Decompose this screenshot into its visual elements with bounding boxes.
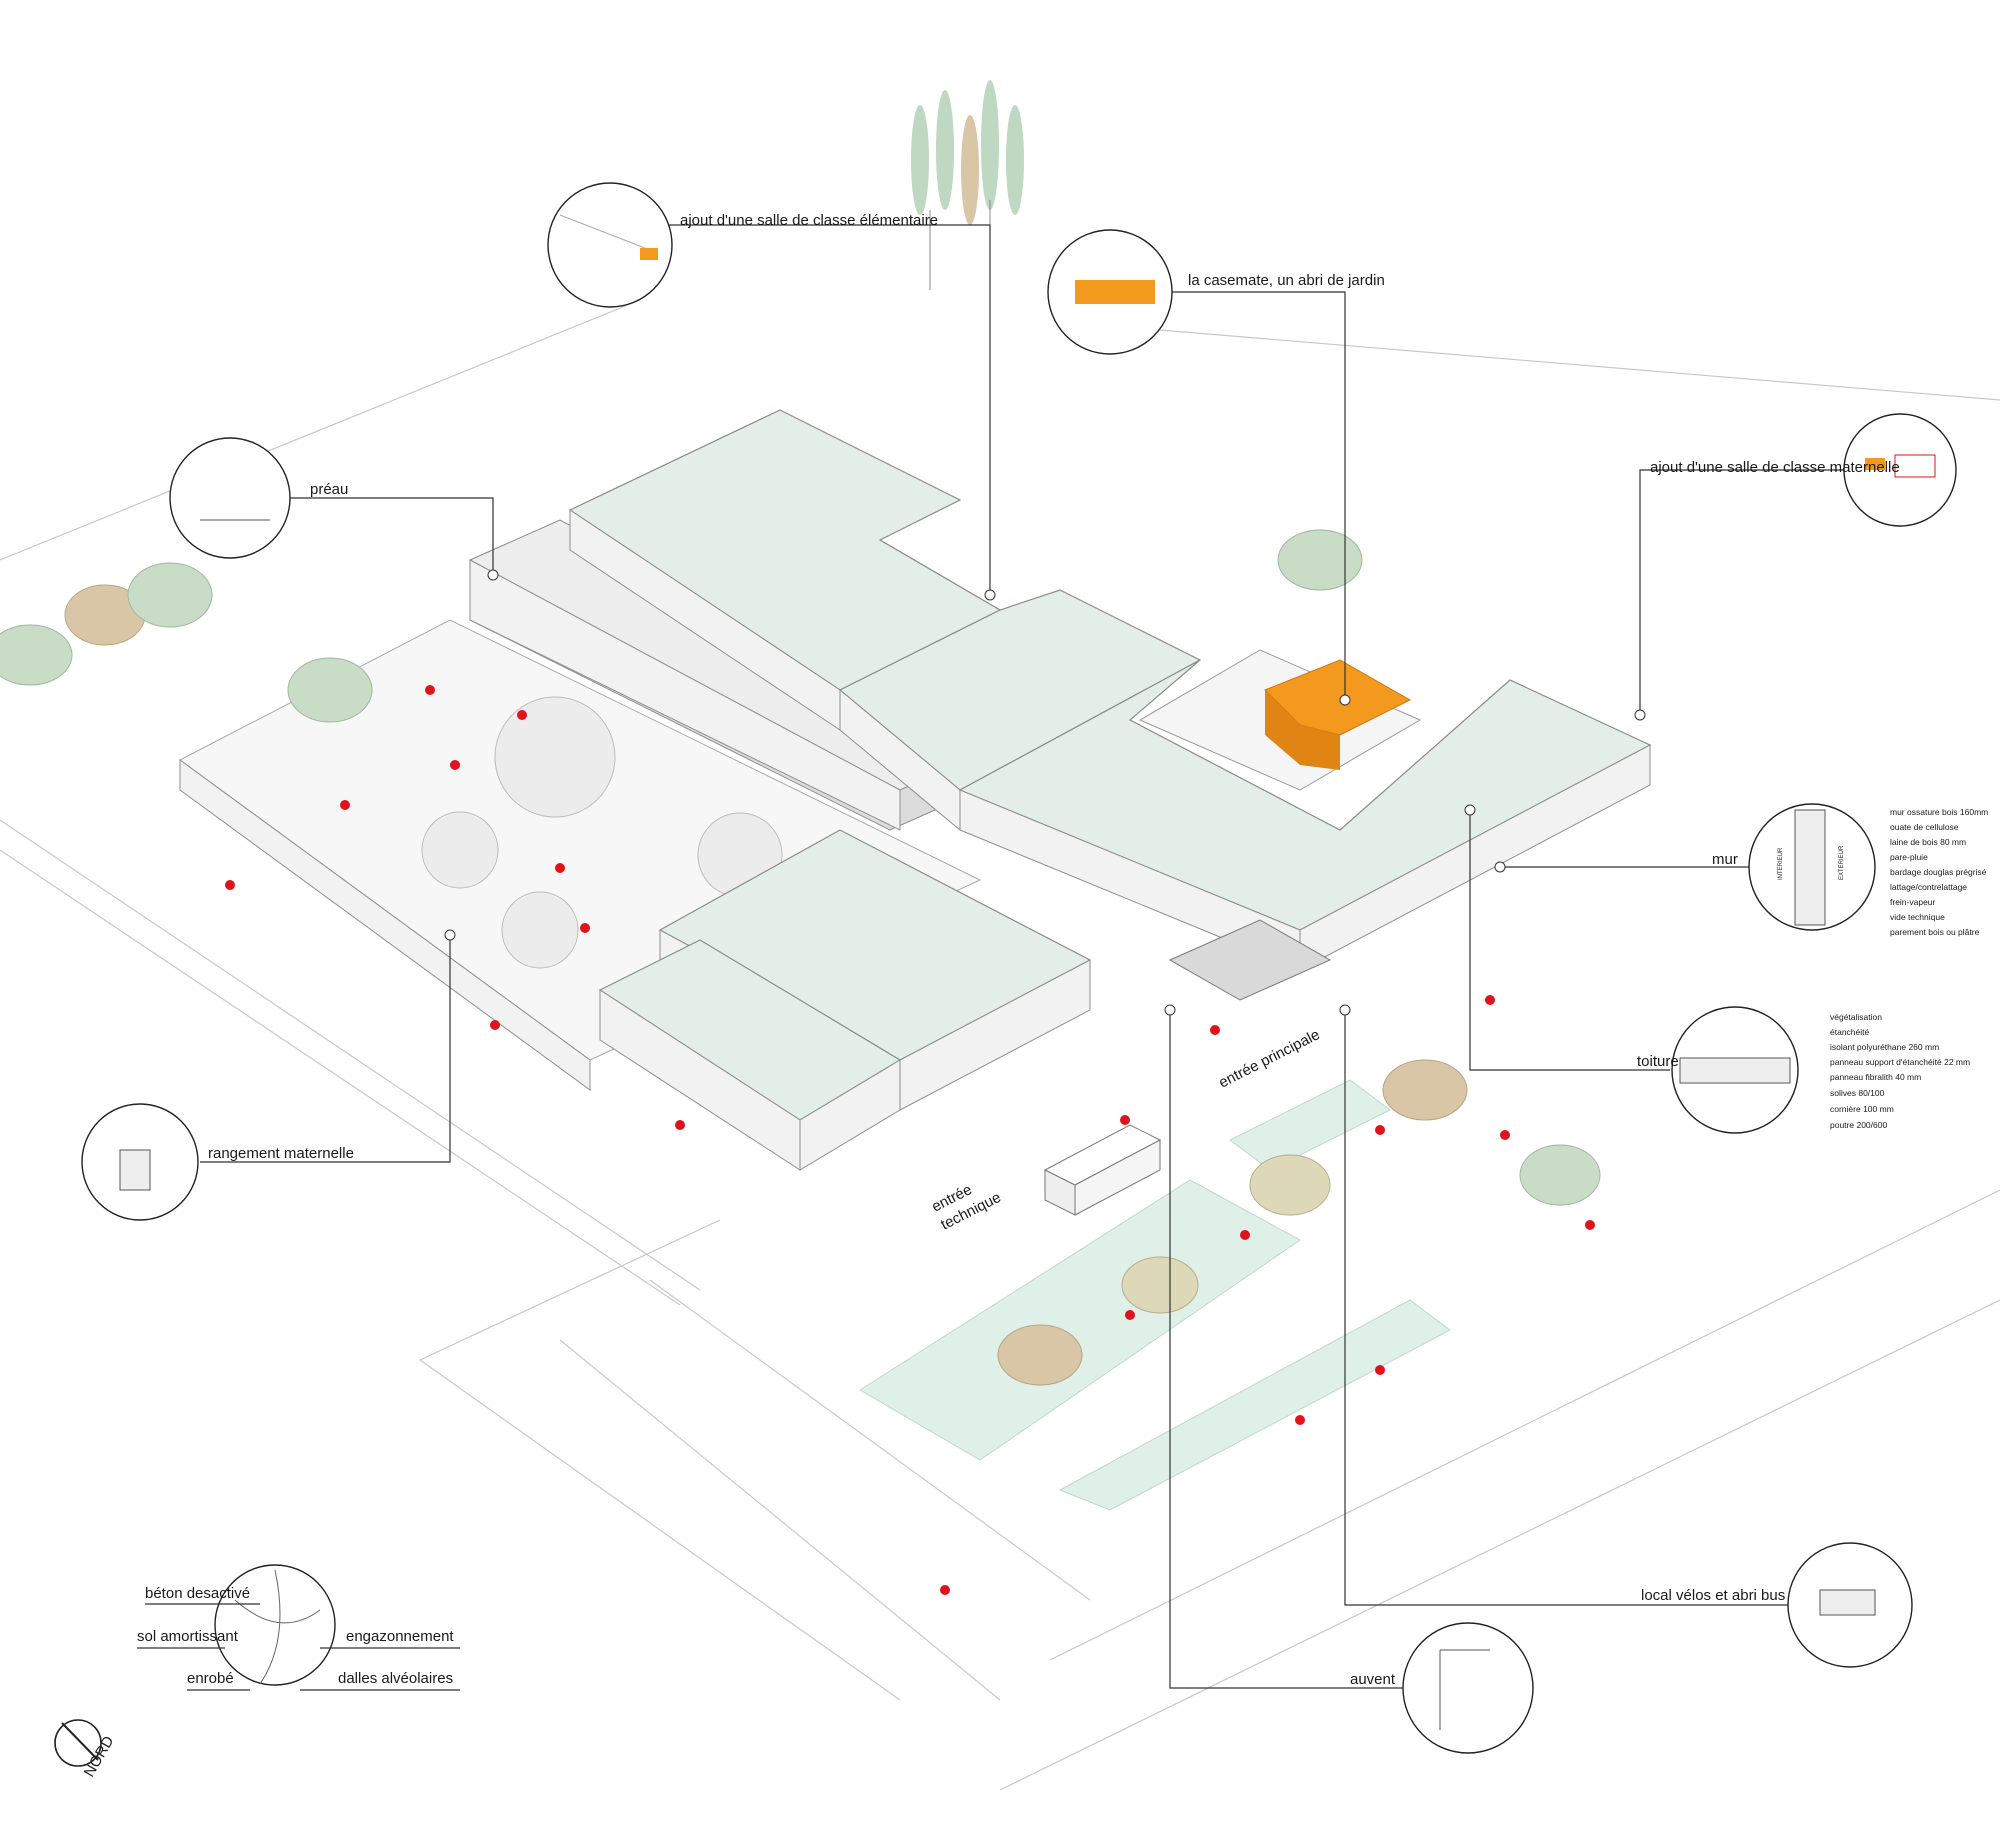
mur-layers: mur ossature bois 160mm ouate de cellulo… (1778, 807, 1988, 937)
legend-engazonnement: engazonnement (346, 1628, 454, 1645)
tree (981, 80, 999, 210)
toiture-layer: isolant polyuréthane 260 mm (1830, 1042, 1939, 1052)
detail-circle-toiture (1671, 1006, 1799, 1134)
tree (1382, 1059, 1468, 1121)
person-figure (490, 1020, 500, 1030)
play-circle (501, 891, 579, 969)
person-figure (425, 685, 435, 695)
person-figure (940, 1585, 950, 1595)
tree (1006, 105, 1024, 215)
legend-circle (214, 1564, 336, 1686)
mur-layer: pare-pluie (1890, 852, 1928, 862)
detail-circle-casemate (1047, 229, 1173, 355)
person-figure (517, 710, 527, 720)
north-arrow (54, 1719, 102, 1767)
mur-layer: mur ossature bois 160mm (1890, 807, 1988, 817)
mur-layer: parement bois ou plâtre (1890, 927, 1980, 937)
legend-labels: béton desactivé sol amortissant enrobé e… (137, 1585, 460, 1691)
site-lines (0, 299, 2000, 1791)
tree (127, 562, 213, 628)
person-figure (450, 760, 460, 770)
person-figure (225, 880, 235, 890)
tree (1277, 529, 1363, 591)
mur-exterior-label: EXTERIEUR (1839, 845, 1845, 880)
leader-lines (200, 224, 1845, 1689)
tree (997, 1324, 1083, 1386)
person-figure (1500, 1130, 1510, 1140)
legend-beton: béton desactivé (145, 1585, 250, 1602)
detail-circle-preau (169, 437, 291, 559)
mur-layer: ouate de cellulose (1890, 822, 1959, 832)
toiture-layer: poutre 200/600 (1830, 1120, 1887, 1130)
detail-circle-classe-maternelle (1843, 413, 1957, 527)
toiture-layer: cornière 100 mm (1830, 1104, 1894, 1114)
person-figure (1120, 1115, 1130, 1125)
tree (1519, 1144, 1601, 1206)
person-figure (555, 863, 565, 873)
person-figure (1375, 1125, 1385, 1135)
tree (287, 657, 373, 723)
label-classe-maternelle: ajout d'une salle de classe maternelle (1650, 459, 1900, 476)
label-local-velos: local vélos et abri bus (1641, 1587, 1785, 1604)
legend-sol-amortissant: sol amortissant (137, 1628, 239, 1645)
label-preau: préau (310, 481, 348, 498)
people (225, 685, 1595, 1595)
person-figure (1485, 995, 1495, 1005)
trees (0, 80, 1601, 1386)
tree (0, 624, 73, 686)
label-casemate: la casemate, un abri de jardin (1188, 272, 1385, 289)
legend-dalles: dalles alvéolaires (338, 1670, 453, 1687)
casemate-shelter-side (1265, 690, 1340, 770)
person-figure (340, 800, 350, 810)
person-figure (1210, 1025, 1220, 1035)
toiture-layer: panneau support d'étanchéité 22 mm (1830, 1057, 1970, 1067)
tree (936, 90, 954, 210)
person-figure (1375, 1365, 1385, 1375)
mur-interior-label: INTERIEUR (1778, 847, 1784, 880)
label-rangement-maternelle: rangement maternelle (208, 1145, 354, 1162)
label-auvent: auvent (1350, 1671, 1396, 1688)
person-figure (580, 923, 590, 933)
mur-layer: lattage/contrelattage (1890, 882, 1967, 892)
building (568, 409, 1652, 1171)
parking-pavers (859, 1079, 1451, 1511)
toiture-layers: végétalisation étanchéité isolant polyur… (1830, 1012, 1970, 1130)
bus (1043, 1124, 1162, 1216)
mur-layer: laine de bois 80 mm (1890, 837, 1966, 847)
play-circle (421, 811, 499, 889)
detail-circle-mur (1748, 803, 1876, 931)
detail-circle-rangement (81, 1103, 199, 1221)
legend-enrobe: enrobé (187, 1670, 234, 1687)
label-classe-elementaire: ajout d'une salle de classe élémentaire (680, 212, 938, 229)
person-figure (675, 1120, 685, 1130)
play-circle (494, 696, 616, 818)
mur-layer: bardage douglas prégrisé (1890, 867, 1987, 877)
tree (1249, 1154, 1331, 1216)
person-figure (1585, 1220, 1595, 1230)
toiture-layer: étanchéité (1830, 1027, 1869, 1037)
label-toiture: toiture (1637, 1053, 1679, 1070)
mur-layer: vide technique (1890, 912, 1945, 922)
detail-circle-local-velos (1787, 1542, 1913, 1668)
person-figure (1295, 1415, 1305, 1425)
label-mur: mur (1712, 851, 1738, 868)
label-entree-principale: entrée principale (1216, 1026, 1323, 1091)
tree (911, 105, 929, 215)
mur-layer: frein-vapeur (1890, 897, 1936, 907)
detail-circle-auvent (1402, 1622, 1534, 1754)
toiture-layer: panneau fibralith 40 mm (1830, 1072, 1921, 1082)
person-figure (1240, 1230, 1250, 1240)
person-figure (1125, 1310, 1135, 1320)
tree (1121, 1256, 1199, 1314)
detail-circle-classe-elementaire (547, 182, 673, 308)
toiture-layer: végétalisation (1830, 1012, 1882, 1022)
tree (961, 115, 979, 225)
toiture-layer: solives 80/100 (1830, 1088, 1885, 1098)
